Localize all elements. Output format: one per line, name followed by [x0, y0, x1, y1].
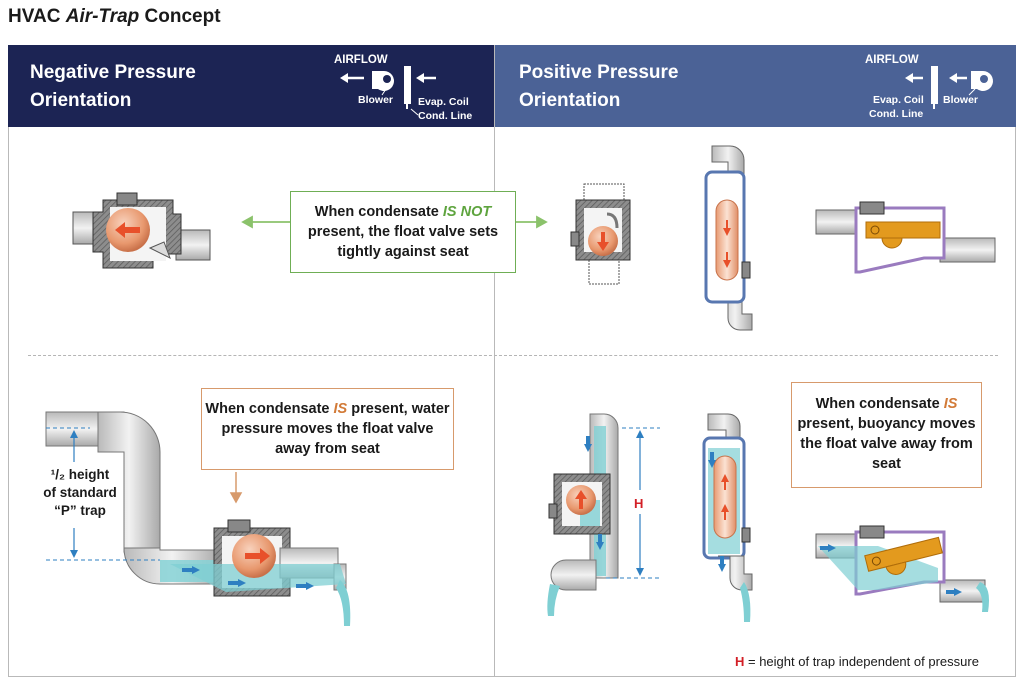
h-dimension-label: H [634, 496, 644, 511]
horizontal-trap-positive-closed [815, 201, 996, 274]
svg-text:Evap. Coil: Evap. Coil [873, 94, 924, 106]
green-double-arrow [241, 215, 548, 229]
float-valve-positive-closed-small [570, 183, 631, 285]
svg-text:Blower: Blower [943, 94, 978, 106]
svg-text:Evap. Coil: Evap. Coil [418, 96, 469, 108]
svg-text:AIRFLOW: AIRFLOW [334, 54, 388, 66]
callout-condensate-not-present: When condensate IS NOT present, the floa… [290, 191, 516, 273]
negative-pressure-title: Negative Pressure Orientation [30, 62, 196, 111]
p-trap-negative-flow [45, 411, 351, 626]
callout-condensate-present-negative: When condensate IS present, water pressu… [201, 388, 454, 470]
row-divider [28, 355, 998, 356]
horizontal-trap-positive-open [815, 525, 989, 612]
airflow-pos-icon: AIRFLOW Evap. Coil Cond. Line Blower [865, 54, 993, 120]
capsule-trap-positive-closed [704, 145, 753, 331]
svg-text:Blower: Blower [358, 94, 393, 106]
capsule-trap-positive-open [702, 413, 753, 622]
callout-condensate-present-positive: When condensate IS present, buoyancy mov… [791, 382, 982, 488]
negative-pressure-header: Negative Pressure Orientation AIRFLOW Bl… [8, 45, 494, 127]
positive-pressure-title: Positive Pressure Orientation [519, 62, 679, 111]
float-valve-positive-open-small [547, 413, 660, 616]
svg-text:Cond. Line: Cond. Line [869, 108, 923, 120]
evap-coil-icon [931, 66, 938, 104]
p-trap-height-label: ¹/₂ height of standard “P” trap [43, 467, 117, 518]
page-title: HVAC Air-Trap Concept [8, 6, 221, 27]
svg-text:AIRFLOW: AIRFLOW [865, 54, 919, 66]
float-valve-negative-closed [72, 192, 211, 269]
evap-coil-icon [404, 66, 411, 104]
positive-pressure-header: Positive Pressure Orientation AIRFLOW Ev… [495, 45, 1016, 127]
airflow-neg-icon: AIRFLOW Blower Evap. Coil Cond. Line [334, 54, 472, 122]
panel-divider [494, 45, 495, 677]
svg-text:Cond. Line: Cond. Line [418, 110, 472, 122]
orange-down-arrow [229, 472, 243, 504]
legend: H = height of trap independent of pressu… [735, 654, 979, 669]
